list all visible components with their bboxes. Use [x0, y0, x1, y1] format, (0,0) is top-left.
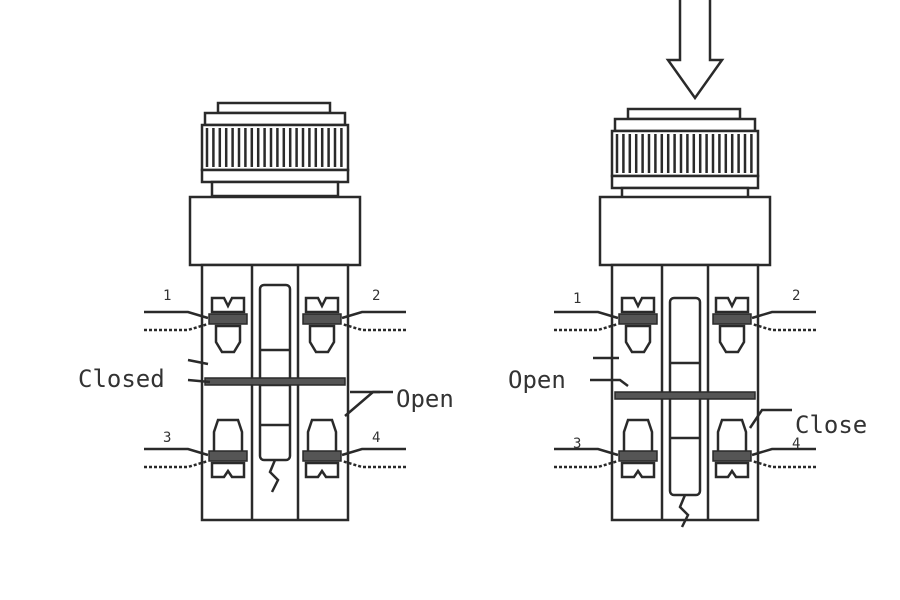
- wire: [751, 322, 816, 332]
- fixed-contact: [624, 324, 652, 354]
- left-open-callout: Open: [396, 385, 454, 413]
- cap-rim: [203, 111, 347, 127]
- right-close-leader: [748, 408, 792, 429]
- left-terminal-4-label: 4: [372, 430, 380, 446]
- wire: [554, 459, 619, 469]
- terminal-plate: [208, 450, 248, 462]
- right-terminal-2-label: 2: [792, 288, 800, 304]
- cap-top: [626, 107, 742, 121]
- spring-icon: [268, 459, 280, 493]
- left-terminal-3-label: 3: [163, 430, 171, 446]
- fixed-contact: [214, 324, 242, 354]
- cap-base: [200, 168, 350, 184]
- wire: [144, 322, 209, 332]
- terminal-screw-icon: [620, 461, 656, 479]
- wire: [751, 459, 816, 469]
- left-closed-callout: Closed: [78, 365, 165, 393]
- terminal-plate: [302, 450, 342, 462]
- spring-icon: [678, 494, 690, 528]
- cap-knurl: [610, 129, 760, 178]
- down-arrow-icon: [665, 0, 725, 101]
- wire: [341, 310, 406, 320]
- right-switch-pressed: [554, 107, 816, 528]
- terminal-plate: [618, 313, 658, 325]
- terminal-plate: [302, 313, 342, 325]
- fixed-contact: [716, 418, 748, 454]
- left-closed-leader: [187, 358, 211, 384]
- collar: [188, 195, 362, 267]
- cap-base: [610, 174, 760, 190]
- terminal-screw-icon: [304, 296, 340, 314]
- right-terminal-3-label: 3: [573, 436, 581, 452]
- right-close-callout: Close: [795, 411, 867, 439]
- cap-top: [216, 101, 332, 115]
- wire: [554, 447, 619, 457]
- wire: [144, 459, 209, 469]
- terminal-screw-icon: [210, 461, 246, 479]
- terminal-screw-icon: [714, 461, 750, 479]
- collar: [598, 195, 772, 267]
- fixed-contact: [622, 418, 654, 454]
- wire: [554, 322, 619, 332]
- wire: [751, 447, 816, 457]
- cap-knurl: [200, 123, 350, 172]
- left-terminal-1-label: 1: [163, 288, 171, 304]
- terminal-screw-icon: [620, 296, 656, 314]
- fixed-contact: [212, 418, 244, 454]
- terminal-plate: [618, 450, 658, 462]
- terminal-screw-icon: [304, 461, 340, 479]
- left-open-leader: [344, 390, 393, 417]
- terminal-plate: [208, 313, 248, 325]
- terminal-screw-icon: [714, 296, 750, 314]
- fixed-contact: [306, 418, 338, 454]
- cap-neck: [210, 180, 340, 198]
- wire: [751, 310, 816, 320]
- left-switch-released: [144, 101, 406, 522]
- left-terminal-2-label: 2: [372, 288, 380, 304]
- terminal-plate: [712, 313, 752, 325]
- wire: [144, 447, 209, 457]
- fixed-contact: [308, 324, 336, 354]
- right-open-leader: [590, 356, 629, 387]
- right-terminal-4-label: 4: [792, 436, 800, 452]
- wire: [554, 310, 619, 320]
- moving-contact-bar: [204, 377, 346, 386]
- wire: [144, 310, 209, 320]
- wire: [341, 459, 406, 469]
- wire: [341, 447, 406, 457]
- right-terminal-1-label: 1: [573, 291, 581, 307]
- right-open-callout: Open: [508, 366, 566, 394]
- plunger: [258, 283, 292, 462]
- moving-contact-bar: [614, 391, 756, 400]
- cap-rim: [613, 117, 757, 133]
- wire: [341, 322, 406, 332]
- terminal-plate: [712, 450, 752, 462]
- terminal-screw-icon: [210, 296, 246, 314]
- fixed-contact: [718, 324, 746, 354]
